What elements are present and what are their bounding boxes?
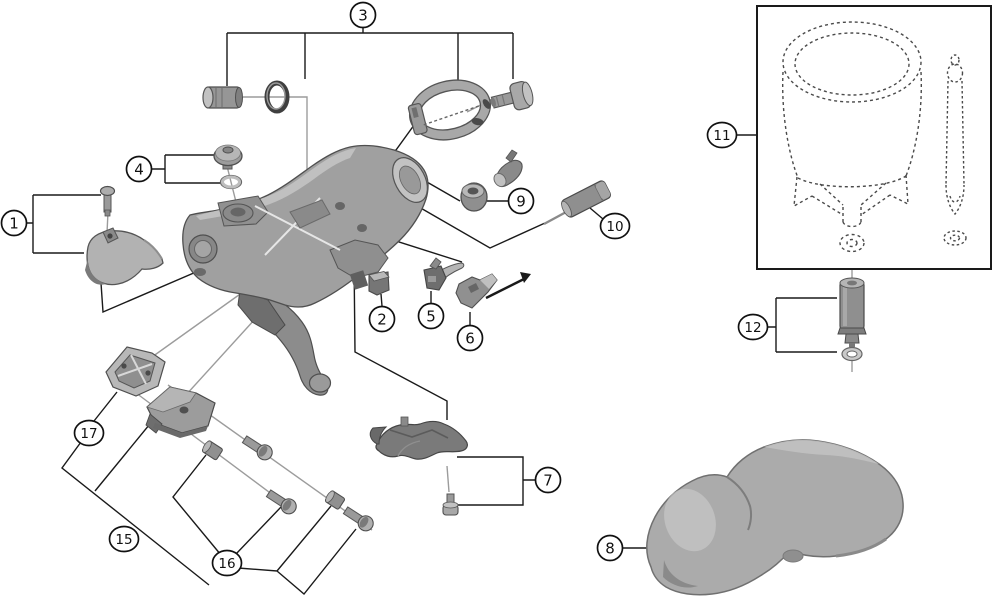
part-mount-nut xyxy=(202,86,243,109)
callout-circle xyxy=(737,313,769,341)
callout-number: 6 xyxy=(465,329,475,347)
callout-9: 9 xyxy=(507,187,535,215)
part-grommet xyxy=(460,182,488,212)
part-boot xyxy=(493,149,523,188)
callout-circle xyxy=(507,187,535,215)
callout-8: 8 xyxy=(596,534,624,562)
callout-circle xyxy=(349,1,377,29)
leader-paddle xyxy=(100,265,211,314)
part-bleed-cap xyxy=(213,144,243,170)
callout-circle xyxy=(211,549,243,577)
part-fixing-plate-a xyxy=(105,346,166,397)
insert-arrow-head xyxy=(520,272,531,283)
callout-16: 16 xyxy=(211,549,243,577)
callout-12: 12 xyxy=(737,313,769,341)
callout-circle xyxy=(368,305,396,333)
callout-number: 1 xyxy=(9,214,19,232)
callout-number: 15 xyxy=(115,532,132,548)
part-o-ring-large xyxy=(264,80,290,114)
bracket-4 xyxy=(152,154,221,184)
part-shift-paddle xyxy=(85,227,164,286)
blade-tip xyxy=(308,373,332,393)
part-cover-plate xyxy=(455,272,531,309)
callout-17: 17 xyxy=(73,419,105,447)
body-lower-bulge xyxy=(329,239,389,279)
callout-circle xyxy=(73,419,105,447)
dashed-hood-unit xyxy=(781,21,923,253)
part-bottom-cover xyxy=(369,416,468,460)
callout-10: 10 xyxy=(599,212,631,240)
bracket-16 xyxy=(172,454,357,596)
part-bracket-hood xyxy=(646,439,904,596)
callout-circle xyxy=(599,212,631,240)
callout-number: 11 xyxy=(713,128,730,144)
callout-5: 5 xyxy=(417,302,445,330)
leader-2 xyxy=(380,293,383,307)
part-nut-1 xyxy=(201,440,223,461)
dashed-electrode-rod xyxy=(943,54,967,246)
bracket-7 xyxy=(455,456,535,506)
callout-number: 10 xyxy=(606,219,623,235)
bracket-12 xyxy=(766,297,837,353)
leader-cover7 xyxy=(353,257,448,420)
callout-2: 2 xyxy=(368,305,396,333)
callout-circle xyxy=(706,121,738,149)
part-cover-screw xyxy=(442,493,459,516)
leader-wire10 xyxy=(411,202,546,249)
callout-number: 16 xyxy=(218,556,235,572)
part-bolt-1 xyxy=(241,435,273,461)
leader-10 xyxy=(589,207,604,220)
callout-circle xyxy=(417,302,445,330)
callout-circle xyxy=(596,534,624,562)
part-clip-lever xyxy=(423,257,465,291)
callout-circle xyxy=(456,324,484,352)
callout-number: 3 xyxy=(358,6,368,24)
callout-number: 2 xyxy=(377,310,387,328)
callout-number: 7 xyxy=(543,471,553,489)
callout-3: 3 xyxy=(349,1,377,29)
callout-number: 17 xyxy=(80,426,97,442)
callout-circle xyxy=(108,525,140,553)
callout-number: 4 xyxy=(134,160,144,178)
callout-number: 5 xyxy=(426,307,436,325)
part-wire-connector xyxy=(543,180,612,226)
callout-15: 15 xyxy=(108,525,140,553)
part-paddle-screw xyxy=(99,185,116,217)
part-bolt-3 xyxy=(342,506,374,532)
body-shell xyxy=(182,144,429,308)
callout-6: 6 xyxy=(456,324,484,352)
callout-1: 1 xyxy=(0,209,28,237)
callout-number: 12 xyxy=(744,320,761,336)
part-fixing-plate-b xyxy=(145,386,216,438)
callout-4: 4 xyxy=(125,155,153,183)
body-top-highlight xyxy=(196,148,356,220)
part-bolt-2 xyxy=(265,489,297,515)
part-clamp-bolt xyxy=(490,80,534,111)
part-cartridge-o-ring xyxy=(841,346,863,362)
callout-circle xyxy=(125,155,153,183)
insert-arrow-line xyxy=(485,277,525,300)
lever-body xyxy=(182,144,429,396)
part-handlebar-clamp-band xyxy=(407,79,492,141)
callout-11: 11 xyxy=(706,121,738,149)
callout-circle xyxy=(0,209,28,237)
part-cartridge xyxy=(837,277,867,347)
callout-circle xyxy=(534,466,562,494)
callout-7: 7 xyxy=(534,466,562,494)
callout-number: 8 xyxy=(605,539,615,557)
body-tab xyxy=(349,270,369,290)
bracket-3 xyxy=(226,28,514,89)
part-name-plate xyxy=(368,271,390,296)
callout-number: 9 xyxy=(516,192,526,210)
inset-box-11 xyxy=(756,5,992,270)
part-nut-2 xyxy=(324,490,346,510)
part-cap-o-ring xyxy=(219,174,243,190)
bracket-1 xyxy=(27,194,101,254)
